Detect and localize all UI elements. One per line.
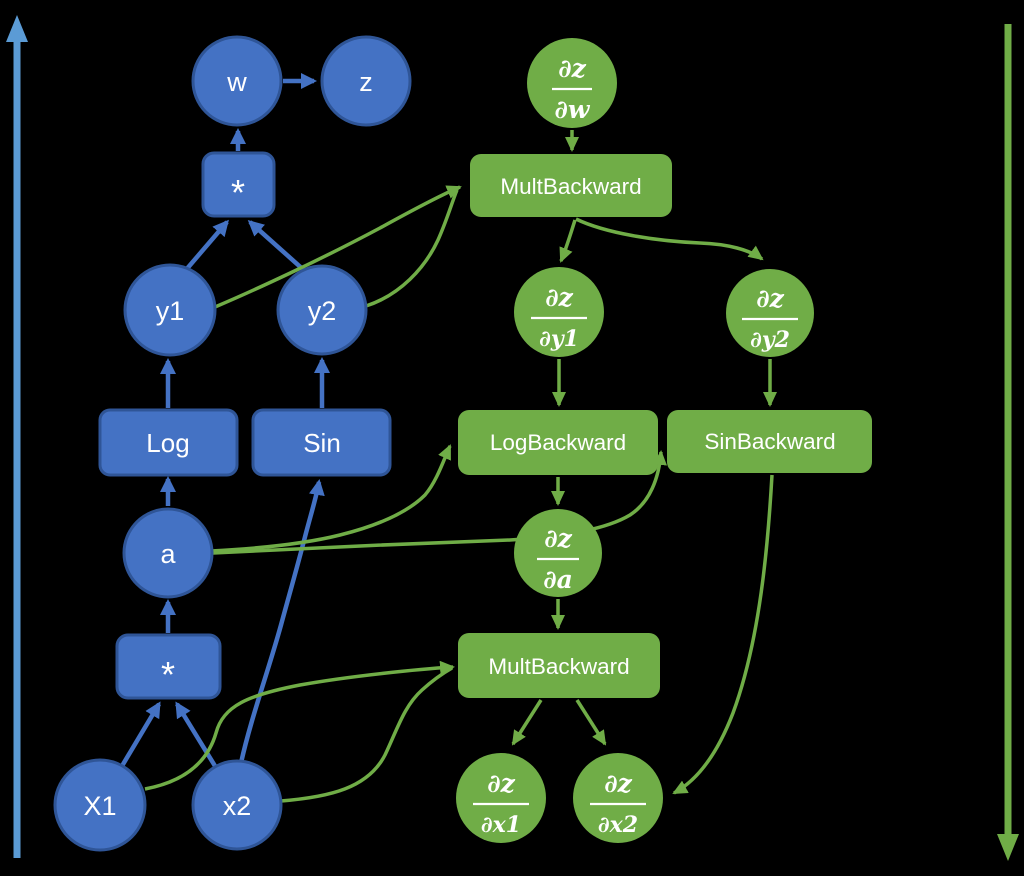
op-sin-label: Sin: [303, 428, 341, 458]
backward-fn-sin-label: SinBackward: [704, 429, 835, 454]
backward-fn-sin-shape: [667, 410, 872, 473]
op-mult-top: *: [201, 151, 276, 218]
forward-edges: [120, 73, 330, 768]
saved-edge-y1-multbackward-top: [214, 185, 462, 309]
grad-dz-dx1-shape: [456, 753, 546, 843]
op-log: Log: [98, 408, 239, 477]
node-y1: y1: [123, 263, 217, 357]
node-z-shape: [320, 35, 412, 127]
node-x1: X1: [53, 758, 147, 852]
saved-edge-x2-multbackward-bottom: [280, 666, 453, 803]
grad-dz-da-shape: [514, 509, 602, 597]
op-log-shape: [98, 408, 239, 477]
edge-y1-mult-top: [183, 219, 229, 273]
edge-x2-mult-bottom: [175, 701, 217, 768]
node-x1-shape: [53, 758, 147, 852]
edge-multbackward-dzdx1: [511, 699, 543, 746]
grad-dz-dx2-denominator: ∂x2: [598, 812, 638, 838]
edge-y2-mult-top: [247, 220, 308, 274]
grad-dz-dy2-denominator: ∂y2: [750, 327, 790, 353]
grad-dz-dy2-shape: [726, 269, 814, 357]
grad-node-dz-da: ∂z ∂a: [514, 509, 602, 597]
saved-edge-a-logbackward: [210, 444, 452, 553]
op-mult-bottom-shape: [115, 633, 222, 700]
grad-dz-dy2-numerator: ∂z: [756, 284, 784, 313]
grad-dz-dx2-numerator: ∂z: [604, 769, 632, 798]
grad-dz-dy1-numerator: ∂z: [545, 283, 573, 312]
op-mult-bottom: *: [115, 633, 222, 700]
grad-dz-dx2-shape: [573, 753, 663, 843]
edge-x1-mult-bottom: [120, 701, 161, 768]
saved-edge-y2-multbackward-top: [365, 189, 459, 308]
grad-dz-da-denominator: ∂a: [543, 565, 573, 594]
grad-dz-dx1-denominator: ∂x1: [481, 812, 521, 838]
grad-node-dz-dx2: ∂z ∂x2: [573, 753, 663, 843]
edge-sinbackward-dzdx2: [672, 474, 774, 795]
backward-fn-log-label: LogBackward: [490, 430, 626, 455]
saved-edge-x1-multbackward-bottom: [144, 660, 455, 791]
backward-fn-log: LogBackward: [458, 410, 658, 475]
op-sin: Sin: [251, 408, 392, 477]
backward-fn-mult-top-shape: [470, 154, 672, 217]
op-log-label: Log: [146, 428, 189, 458]
node-y2-label: y2: [308, 296, 337, 326]
edge-multbackward-dzdy1: [559, 219, 577, 263]
node-z-label: z: [359, 67, 373, 97]
node-y1-shape: [123, 263, 217, 357]
forward-axis-up-arrow: [6, 15, 28, 858]
backward-fn-mult-bottom-label: MultBackward: [488, 654, 629, 679]
grad-node-dz-dx1: ∂z ∂x1: [456, 753, 546, 843]
backward-fn-log-shape: [458, 410, 658, 475]
node-x1-label: X1: [83, 791, 116, 821]
grad-node-dz-dy2: ∂z ∂y2: [726, 269, 814, 357]
op-sin-shape: [251, 408, 392, 477]
grad-dz-dw-shape: [527, 38, 617, 128]
node-z: z: [320, 35, 412, 127]
node-y2: y2: [276, 264, 368, 356]
node-a-label: a: [160, 539, 176, 569]
backward-axis-arrowhead-icon: [997, 834, 1019, 861]
backward-edges: [511, 130, 777, 795]
op-mult-top-shape: [201, 151, 276, 218]
edge-x2-sin: [238, 479, 325, 764]
grad-dz-dy1-denominator: ∂y1: [539, 326, 579, 352]
node-w: w: [191, 35, 283, 127]
grad-dz-dw-numerator: ∂z: [558, 54, 586, 83]
node-y1-label: y1: [156, 296, 185, 326]
backward-fn-mult-bottom: MultBackward: [458, 633, 660, 698]
node-a: a: [122, 507, 214, 599]
node-w-shape: [191, 35, 283, 127]
node-w-label: w: [226, 67, 247, 97]
node-a-shape: [122, 507, 214, 599]
op-mult-top-label: *: [231, 172, 245, 213]
grad-node-dz-dw: ∂z ∂w: [527, 38, 617, 128]
backward-axis-down-arrow: [997, 24, 1019, 861]
edge-multbackward-dzdx2: [575, 699, 607, 746]
grad-dz-dx1-numerator: ∂z: [487, 769, 515, 798]
node-x2-label: x2: [223, 791, 252, 821]
grad-node-dz-dy1: ∂z ∂y1: [514, 267, 604, 357]
backward-fn-mult-bottom-shape: [458, 633, 660, 698]
node-y2-shape: [276, 264, 368, 356]
forward-axis-arrowhead-icon: [6, 15, 28, 42]
backward-fn-mult-top: MultBackward: [470, 154, 672, 217]
node-x2-shape: [191, 759, 283, 851]
node-x2: x2: [191, 759, 283, 851]
op-mult-bottom-label: *: [161, 654, 175, 695]
edge-multbackward-dzdy2: [575, 217, 764, 261]
backward-fn-mult-top-label: MultBackward: [500, 174, 641, 199]
grad-dz-dy1-shape: [514, 267, 604, 357]
grad-dz-da-numerator: ∂z: [544, 524, 572, 553]
backward-fn-sin: SinBackward: [667, 410, 872, 473]
grad-dz-dw-denominator: ∂w: [555, 95, 591, 124]
